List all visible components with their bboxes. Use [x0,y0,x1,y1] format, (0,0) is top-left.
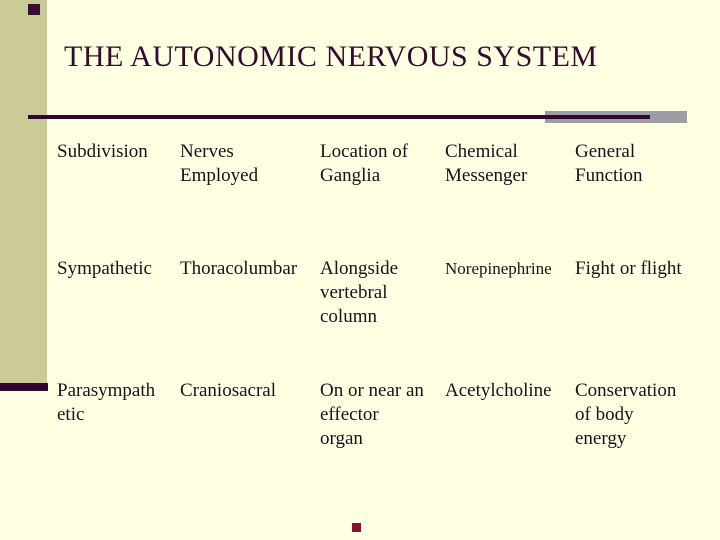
cell-parasympathetic-subdivision: Parasympath etic [57,380,156,425]
column-header-nerves-employed: Nerves Employed [180,141,259,186]
cell-sympathetic-ganglia-location: Alongside vertebral column [320,258,399,327]
cell-parasympathetic-chemical-messenger: Acetylcholine [445,380,552,401]
column-header-general-function: General Function [575,141,643,186]
left-accent-bar-cap [0,383,48,391]
divider-rule [28,115,650,119]
cell-sympathetic-subdivision: Sympathetic [57,258,152,279]
cell-sympathetic-chemical-messenger: Norepinephrine [445,259,552,278]
cell-parasympathetic-general-function: Conservation of body energy [575,380,677,449]
column-header-location-of-ganglia: Location of Ganglia [320,141,409,186]
cell-sympathetic-nerves: Thoracolumbar [180,258,298,279]
column-header-chemical-messenger: Chemical Messenger [445,141,528,186]
slide-title: THE AUTONOMIC NERVOUS SYSTEM [64,40,598,73]
cell-parasympathetic-nerves: Craniosacral [180,380,277,401]
top-left-square-decoration [28,4,40,15]
left-accent-bar [0,0,47,383]
autonomic-nervous-system-table: Subdivision Nerves Employed Location of … [57,140,707,451]
cell-sympathetic-general-function: Fight or flight [575,258,682,279]
cell-parasympathetic-ganglia-location: On or near an effector organ [320,380,424,449]
column-header-subdivision: Subdivision [57,141,148,162]
bottom-center-square-decoration [352,523,361,532]
